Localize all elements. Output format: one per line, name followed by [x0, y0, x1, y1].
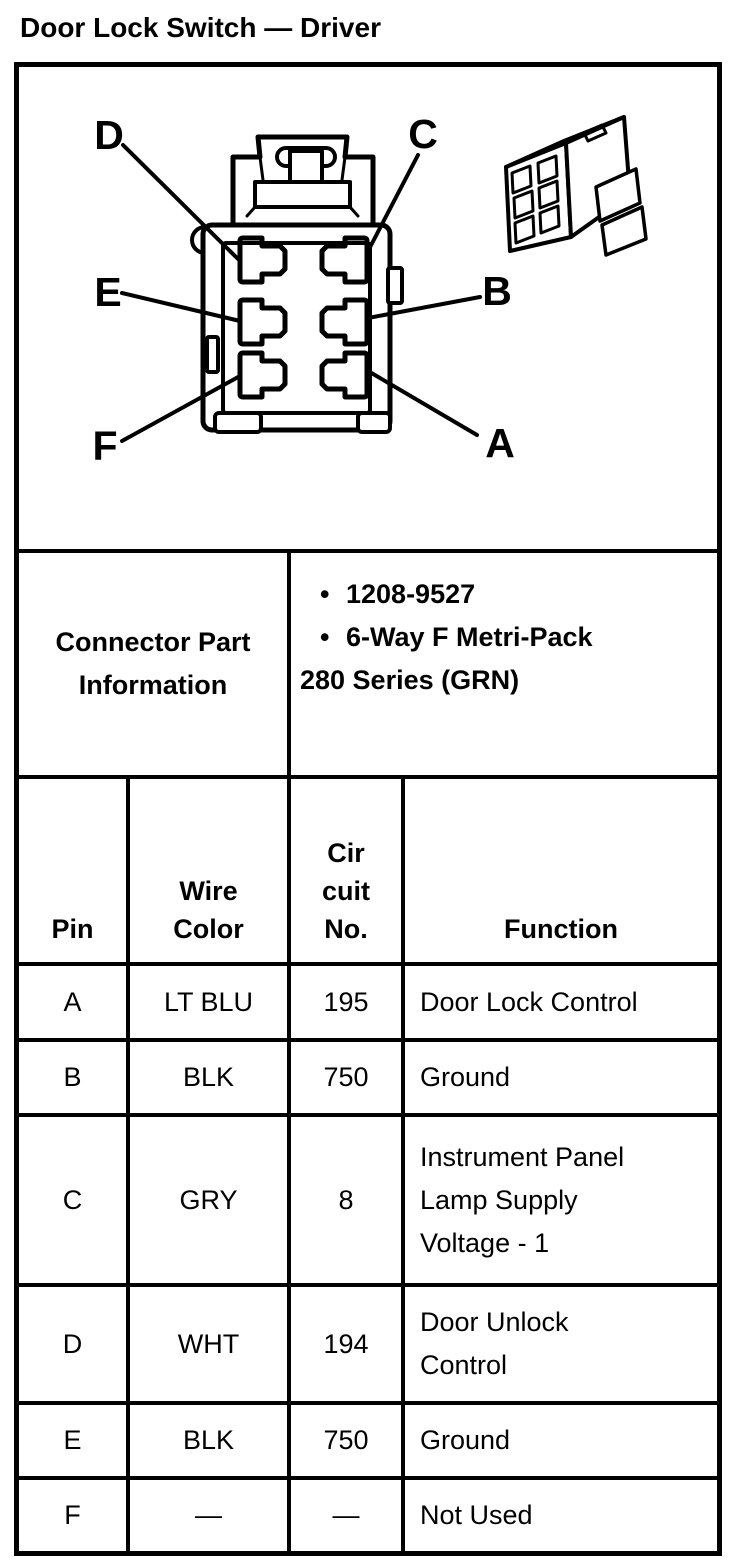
table-row: F — — Not Used [19, 1480, 717, 1551]
connector-face-diagram: D C E B F A [92, 111, 648, 469]
pin-label-b: B [482, 268, 512, 314]
function-cell: Ground [420, 1062, 511, 1092]
header-function-label: Function [504, 914, 618, 944]
table-row: A LT BLU 195 Door Lock Control [19, 966, 717, 1042]
right-foot [356, 411, 392, 434]
table-row: C GRY 8 Instrument Panel Lamp Supply Vol… [19, 1117, 717, 1287]
header-no-line: No. [324, 914, 368, 944]
header-pin-label: Pin [51, 914, 94, 944]
latch-slot-post [288, 149, 324, 184]
pin-cell: D [19, 1287, 130, 1401]
function-cell: Ground [420, 1425, 511, 1455]
page-title: Door Lock Switch — Driver [20, 12, 381, 43]
cavity-frame [221, 241, 372, 415]
connector-type: 6-Way F Metri-Pack [346, 622, 593, 652]
pin-cell: B [19, 1042, 130, 1113]
header-wire-color: Wire Color [130, 779, 291, 962]
function-cell: Not Used [420, 1500, 533, 1530]
circuit-no-cell: 8 [291, 1117, 405, 1283]
icon-cavity-holes [510, 154, 561, 245]
pin-cell: A [19, 966, 130, 1038]
wire-color-cell: LT BLU [130, 966, 291, 1038]
header-wire-line: Wire [179, 876, 238, 906]
leader-line-b [366, 295, 482, 320]
bullet-icon: • [320, 579, 330, 609]
part-info-row: Connector Part Information • 1208-9527 •… [19, 553, 717, 779]
connector-series: 280 Series (GRN) [300, 665, 520, 695]
function-cell: Door Unlock Control [420, 1307, 569, 1380]
table-row: D WHT 194 Door Unlock Control [19, 1287, 717, 1405]
function-cell: Instrument Panel Lamp Supply Voltage - 1 [420, 1141, 625, 1258]
wire-color-cell: GRY [130, 1117, 291, 1283]
latch-side-lines [258, 155, 347, 182]
circuit-no-cell: 750 [291, 1042, 405, 1113]
pin-cell: F [19, 1480, 130, 1551]
leader-line-f [120, 374, 242, 443]
connector-diagram-panel: D C E B F A [19, 67, 717, 553]
leader-line-e [120, 291, 242, 323]
header-pin: Pin [19, 779, 130, 962]
wire-color-cell: BLK [130, 1405, 291, 1476]
right-side-slot [386, 266, 404, 305]
table-header-row: Pin Wire Color Cir cuit No. Function [19, 779, 717, 966]
pin-cell: E [19, 1405, 130, 1476]
latch-pedestal [253, 180, 352, 209]
connector-type-item: • 6-Way F Metri-Pack [300, 616, 593, 659]
leader-line-a [366, 369, 479, 437]
pin-cell: C [19, 1117, 130, 1283]
part-info-label: Connector Part Information [19, 553, 291, 775]
header-circuit-no: Cir cuit No. [291, 779, 405, 962]
icon-top-tab [582, 123, 608, 143]
left-side-slot [205, 335, 220, 374]
part-info-details: • 1208-9527 • 6-Way F Metri-Pack 280 Ser… [291, 553, 717, 775]
wire-color-cell: WHT [130, 1287, 291, 1401]
connector-sheet: D C E B F A Connector Part Information •… [14, 62, 722, 1556]
connector-3d-icon [504, 115, 648, 257]
header-function: Function [405, 779, 717, 962]
icon-mating-block-1 [594, 167, 642, 223]
wire-color-cell: — [130, 1480, 291, 1551]
header-cir-line: Cir [327, 838, 365, 868]
wire-color-cell: BLK [130, 1042, 291, 1113]
function-cell: Door Lock Control [420, 986, 638, 1017]
pin-label-e: E [94, 269, 121, 315]
bullet-icon: • [320, 622, 330, 652]
left-foot [213, 411, 263, 434]
leader-line-c [365, 153, 420, 255]
leader-lines [120, 143, 482, 443]
pin-label-d: D [94, 112, 124, 158]
part-number: 1208-9527 [346, 579, 476, 609]
pin-label-c: C [408, 111, 438, 157]
header-color-line: Color [173, 914, 244, 944]
circuit-no-cell: 750 [291, 1405, 405, 1476]
icon-mating-block-2 [600, 205, 648, 257]
header-cuit-line: cuit [321, 876, 370, 906]
table-row: B BLK 750 Ground [19, 1042, 717, 1117]
part-number-item: • 1208-9527 [300, 573, 475, 616]
leader-line-d [121, 143, 240, 261]
table-row: E BLK 750 Ground [19, 1405, 717, 1480]
pin-label-a: A [485, 420, 515, 466]
pin-label-f: F [92, 423, 117, 469]
circuit-no-cell: 195 [291, 966, 405, 1038]
circuit-no-cell: — [291, 1480, 405, 1551]
pedestal-chamfers [245, 205, 360, 218]
circuit-no-cell: 194 [291, 1287, 405, 1401]
